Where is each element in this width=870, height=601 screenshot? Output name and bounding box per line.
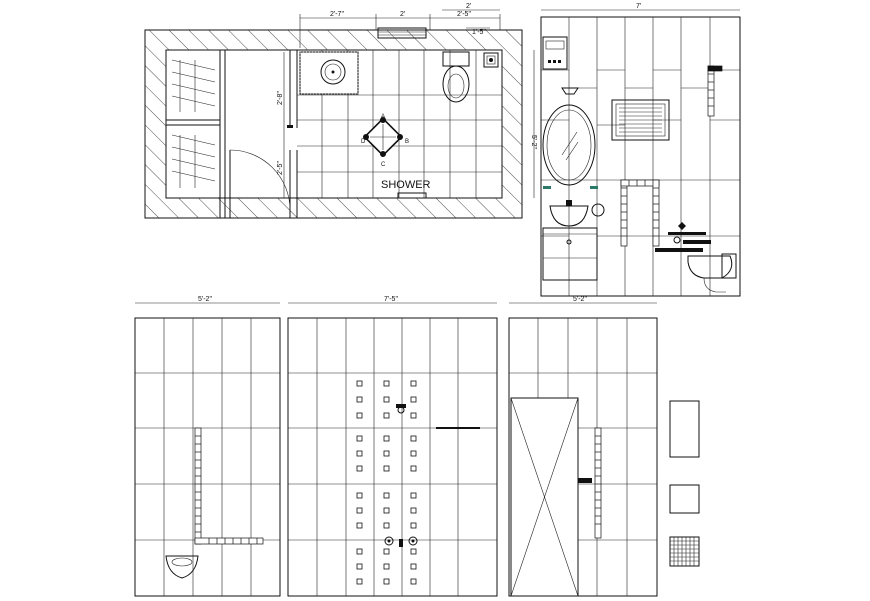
elev-left-border (194, 427, 264, 545)
dim-bottom-3: 5'-2" (573, 296, 587, 303)
elev-toilet (687, 253, 737, 293)
closet-shelves (165, 49, 221, 199)
water-heater (542, 36, 568, 70)
shower-drain: A B C D (361, 114, 409, 168)
elev-left-toilet (165, 555, 199, 579)
legend-tile-square (669, 484, 700, 514)
niche-border (620, 65, 723, 247)
elev-basin (542, 200, 605, 281)
door (229, 149, 291, 218)
dim-left-1: 2'-8" (277, 91, 284, 105)
elevation-left (134, 317, 281, 597)
dim-right: 5'-2" (530, 135, 537, 149)
drain-mark-c: C (381, 162, 386, 168)
shower-head (396, 404, 406, 414)
louver-window (611, 99, 670, 141)
dim-top-2: 2' (400, 11, 405, 18)
shower-valves (384, 536, 418, 547)
elevation-right: 7' (540, 3, 741, 297)
dim-bottom-1: 5'-2" (198, 296, 212, 303)
drain-mark-a: A (381, 114, 385, 120)
dim-right-elev-top: 7' (636, 3, 641, 10)
shower-mixer (655, 222, 711, 252)
tile-legend (669, 400, 700, 567)
plan-drain (483, 52, 499, 68)
dim-top-3: 2'-5" (457, 11, 471, 18)
plan-basin (299, 51, 359, 95)
plan-dimensions: 2'-7" 2' 2'-5" 2' 1'-5" 2'-8" 2'-5" 5'-2… (277, 3, 537, 198)
deco-tile-squares (356, 380, 417, 585)
elevation-center (287, 317, 498, 597)
mirror (542, 104, 596, 186)
elev-right-border (594, 427, 602, 539)
dim-left-2: 2'-5" (277, 161, 284, 175)
plan-window (377, 27, 427, 39)
dim-small: 1'-5" (472, 29, 486, 36)
drain-mark-b: B (405, 139, 409, 145)
legend-tile-mosaic (669, 536, 700, 567)
shower-label: SHOWER (381, 179, 431, 191)
drain-mark-d: D (361, 139, 366, 145)
dim-top-4: 2' (466, 3, 471, 10)
floor-plan: A B C D SHOWER (144, 27, 523, 219)
dim-bottom-2: 7'-5" (384, 296, 398, 303)
elevation-dims-bottom: 5'-2" 7'-5" 5'-2" (135, 296, 657, 304)
dim-top-1: 2'-7" (330, 11, 344, 18)
legend-tile-long (669, 400, 700, 458)
elevation-right-bottom (508, 317, 658, 597)
plan-toilet (442, 51, 470, 103)
elev-door (510, 397, 579, 597)
